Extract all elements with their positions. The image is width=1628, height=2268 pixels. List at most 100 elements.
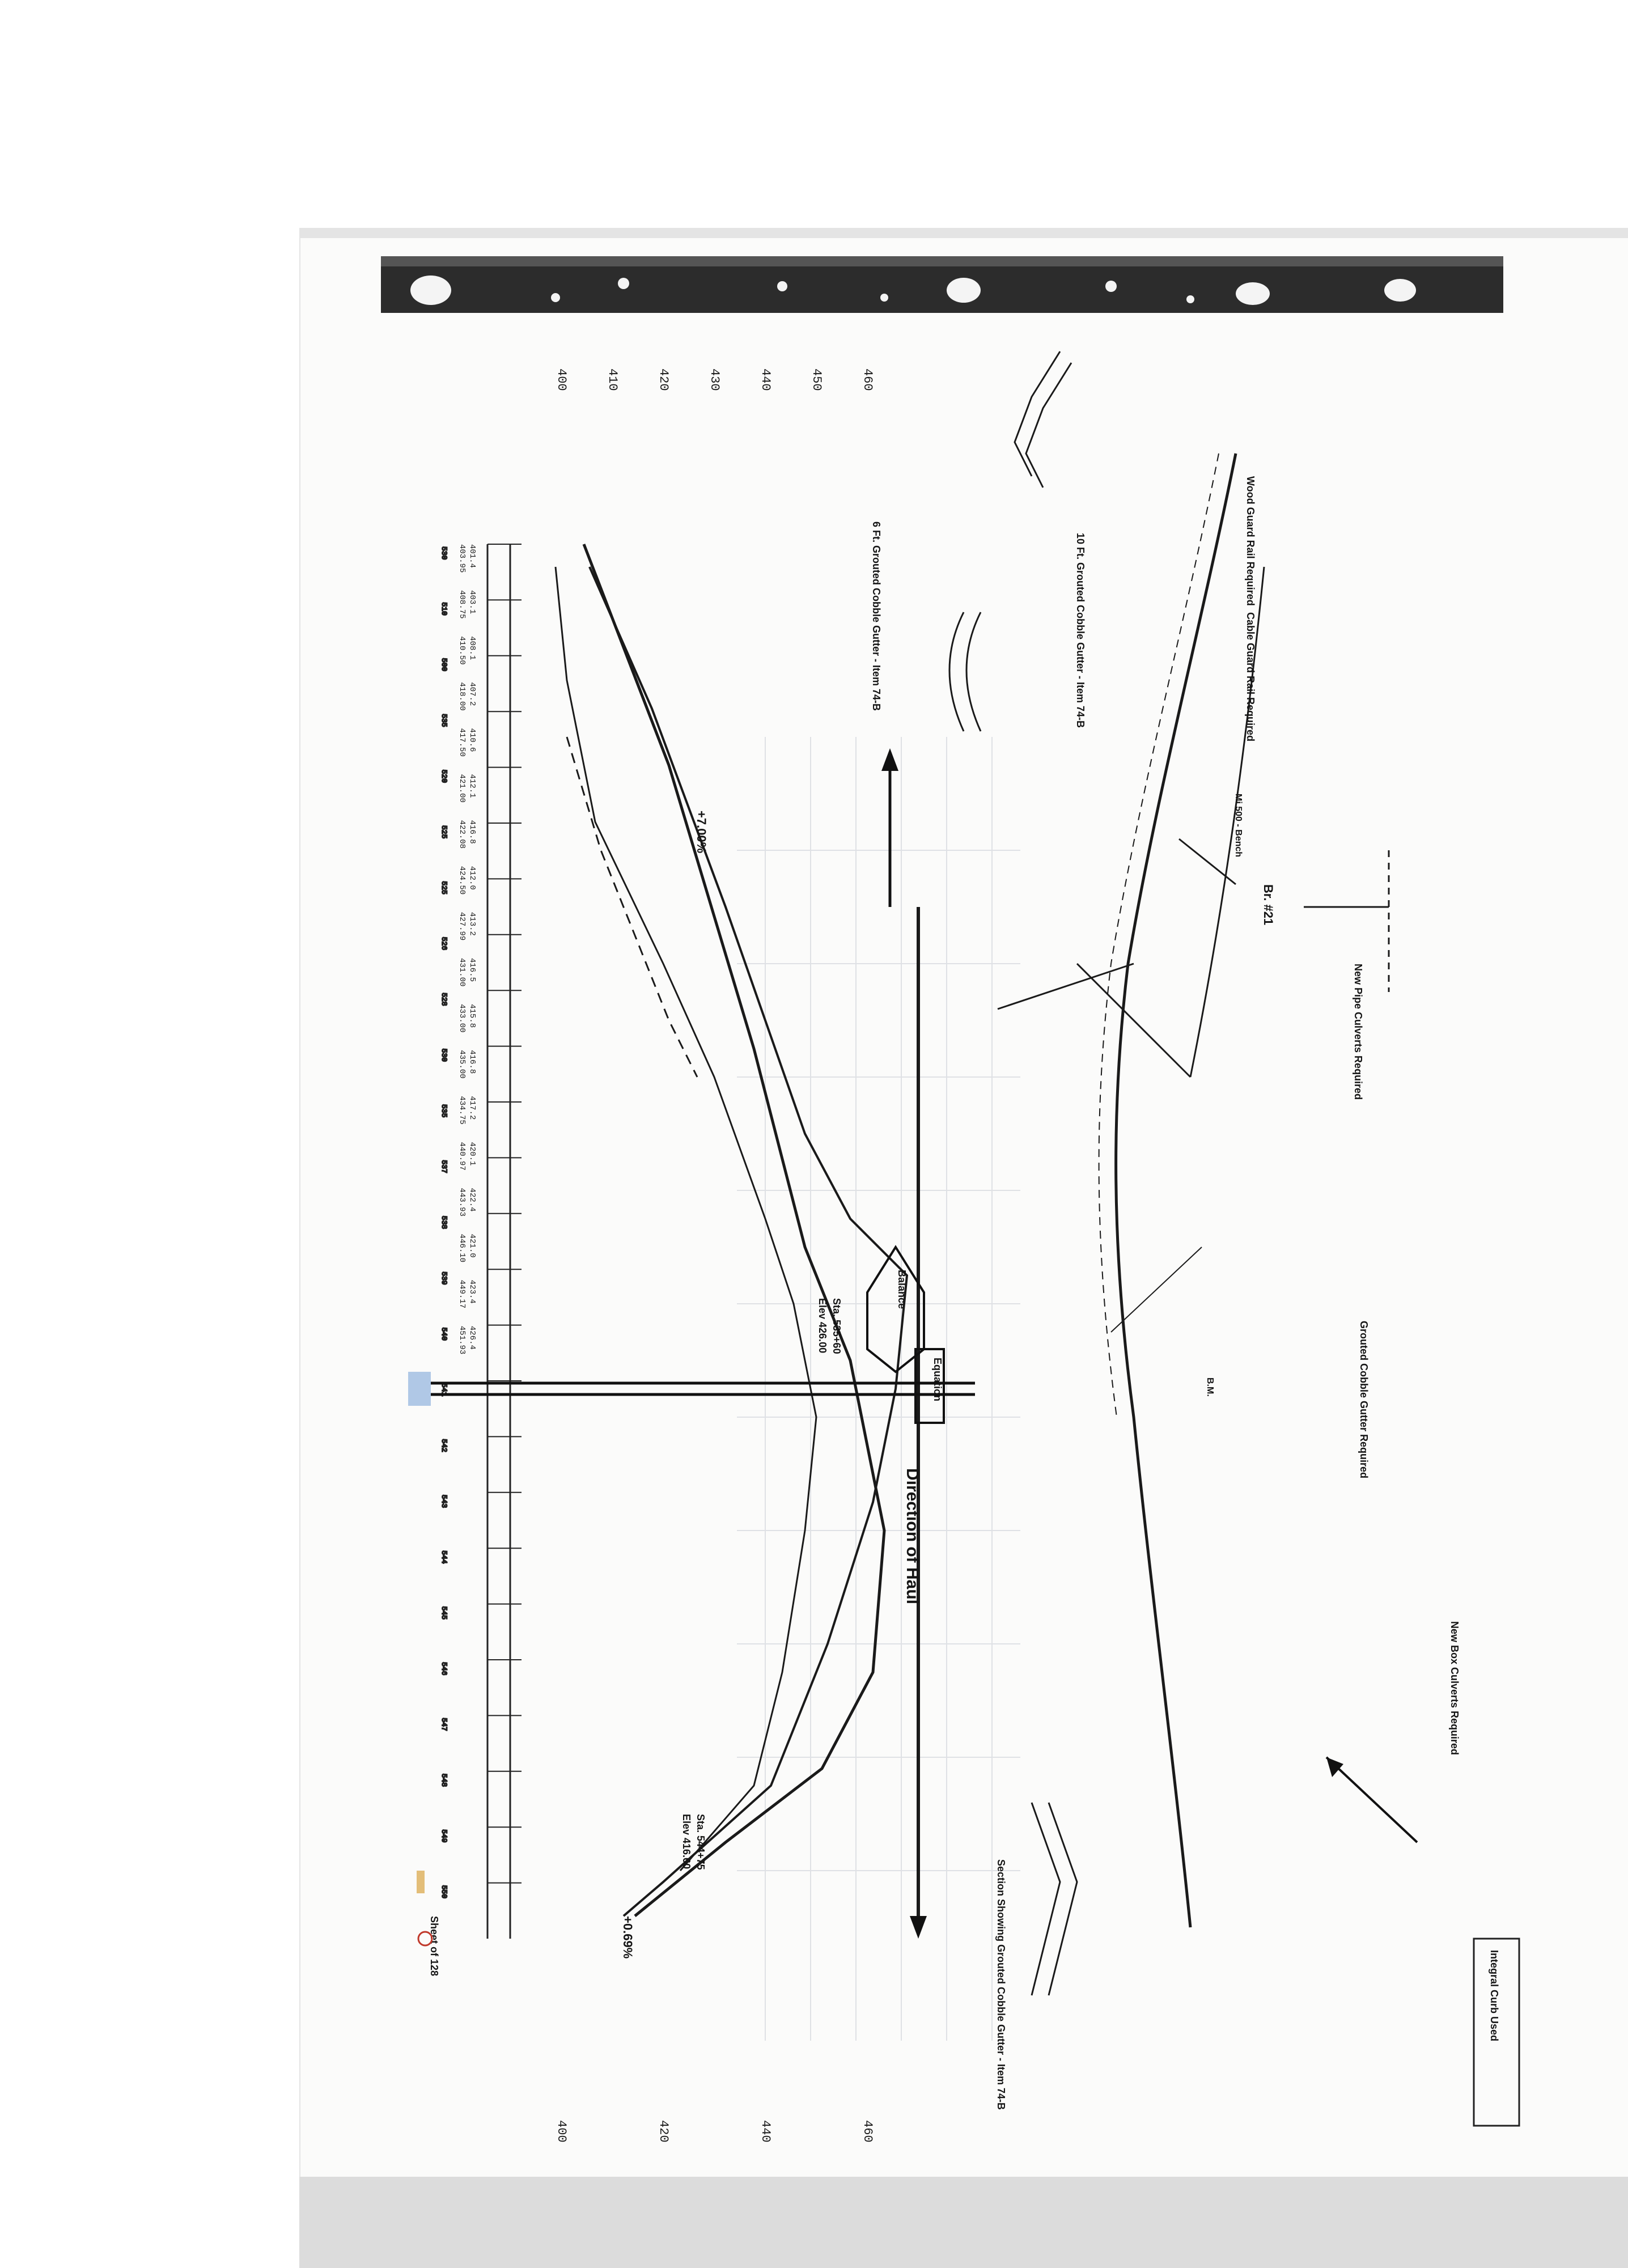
section-gutter-6ft: 6 Ft. Grouted Cobble Gutter - Item 74-B [871,522,882,711]
bm-label: B.M. [1205,1377,1215,1397]
station-label: 525 [440,881,448,894]
station-label: 545 [440,1606,448,1620]
elev-label: 460 [860,2120,875,2143]
dashed-line [566,736,698,1078]
north-arrow-icon [1325,1756,1418,1843]
profile-value: 431.00 [457,958,467,986]
integral-curb-title: Integral Curb Used [1489,1950,1500,2041]
profile-value: 440.97 [457,1142,467,1170]
profile-value: 446.10 [457,1234,467,1262]
profile-value: 403.95 [457,544,467,573]
station-label: 540 [440,1328,448,1341]
integral-curb-table [1473,1938,1520,2127]
profile-value: 435.00 [457,1050,467,1078]
profile-value: 413.2 [468,912,477,936]
color-marker [417,1871,425,1893]
section-gutter-10ft: 10 Ft. Grouted Cobble Gutter - Item 74-B [1075,533,1086,728]
station-label: 525 [440,825,448,838]
station-label: 530 [440,546,448,559]
profile-value-labels: 401.4403.95403.1408.75408.1410.50407.241… [457,544,477,1354]
equation-line [431,1381,975,1396]
profile-value: 418.00 [457,682,467,710]
box-culverts-title: New Box Culverts Required [1449,1621,1460,1755]
profile-value: 412.0 [468,866,477,890]
profile-value: 417.50 [457,728,467,756]
elev-label-1: Elev 426.00 [817,1298,828,1353]
station-label: 548 [440,1774,448,1787]
grid-background [737,737,1020,2041]
profile-value: 412.1 [468,774,477,798]
equation-box [914,1348,945,1424]
drawing-annotations: Direction of Haul Equation Balance +7.00… [429,794,1275,1976]
grade-line [582,544,886,1917]
bottom-margin [299,2177,1628,2268]
station-label: 537 [440,1160,448,1173]
elev-label: 400 [554,368,569,391]
bench-label: Mi 500 - Bench [1233,794,1243,857]
station-label: 526 [440,937,448,950]
sheet-circle-mark [417,1931,433,1947]
profile-value: 420.1 [468,1142,477,1165]
blue-marker [408,1372,431,1406]
slope-up-label: +7.00% [694,811,709,853]
existing-ground-line [588,566,909,1917]
profile-value: 421.0 [468,1234,477,1258]
profile-value: 401.4 [468,544,477,568]
profile-value: 422.08 [457,820,467,849]
station-label: 510 [440,602,448,615]
station-label: 539 [440,1271,448,1285]
station-label: 538 [440,1216,448,1229]
station-label: 542 [440,1439,448,1452]
station-label: 535 [440,1104,448,1117]
profile-value: 424.50 [457,866,467,895]
profile-value: 407.2 [468,682,477,706]
gutter-section-top [948,351,1072,732]
profile-value: 427.99 [457,912,467,940]
station-axis [486,544,511,1939]
station-label: 550 [440,1885,448,1898]
profile-value: 433.00 [457,1004,467,1032]
profile-value: 422.4 [468,1188,477,1212]
station-label: 546 [440,1662,448,1675]
elevation-scale-top: 400 410 420 430 440 450 460 [554,368,875,391]
station-label: 535 [440,714,448,727]
drawing-sheet [300,238,1628,2177]
notes-headings: Wood Guard Rail Required Cable Guard Rai… [1245,476,1500,2041]
elev-label-2: Elev 416.60 [681,1814,692,1869]
profile-lines [554,544,920,1927]
profile-value: 416.8 [468,1050,477,1074]
station-label: 544 [440,1550,448,1564]
haul-arrows [881,748,927,1939]
balance-hexagon [866,1245,925,1373]
profile-value: 443.93 [457,1188,467,1216]
profile-value: 434.75 [457,1096,467,1124]
sta-label-1: Sta. 535+60 [831,1298,842,1354]
profile-value: 408.1 [468,636,477,660]
elev-label: 440 [758,2120,773,2143]
section-labels: 10 Ft. Grouted Cobble Gutter - Item 74-B… [871,522,1086,2110]
profile-value: 423.4 [468,1280,477,1304]
bridge-label: Br. #21 [1261,884,1275,925]
station-label: 547 [440,1718,448,1731]
grouted-gutter-title: Grouted Cobble Gutter Required [1358,1321,1370,1478]
station-label: 500 [440,658,448,671]
profile-value: 416.5 [468,958,477,982]
plan-alignment [997,453,1390,1928]
station-label: 549 [440,1829,448,1842]
station-label: 543 [440,1495,448,1508]
station-ticks: 5305105005355205255255265285305355375385… [439,544,522,1899]
profile-value: 416.8 [468,820,477,844]
elev-label: 420 [656,2120,671,2143]
elevation-scale-bottom: 400 420 440 460 [554,2120,875,2143]
profile-value: 403.1 [468,590,477,614]
mass-line [554,566,817,1871]
elev-label: 400 [554,2120,569,2143]
elev-label: 430 [707,368,722,391]
station-label: 520 [440,770,448,783]
elev-label: 410 [605,368,620,391]
elev-label: 460 [860,368,875,391]
gutter-section-bottom [1031,1802,1078,1996]
balance-label: Balance [896,1270,908,1309]
elev-label: 450 [809,368,824,391]
